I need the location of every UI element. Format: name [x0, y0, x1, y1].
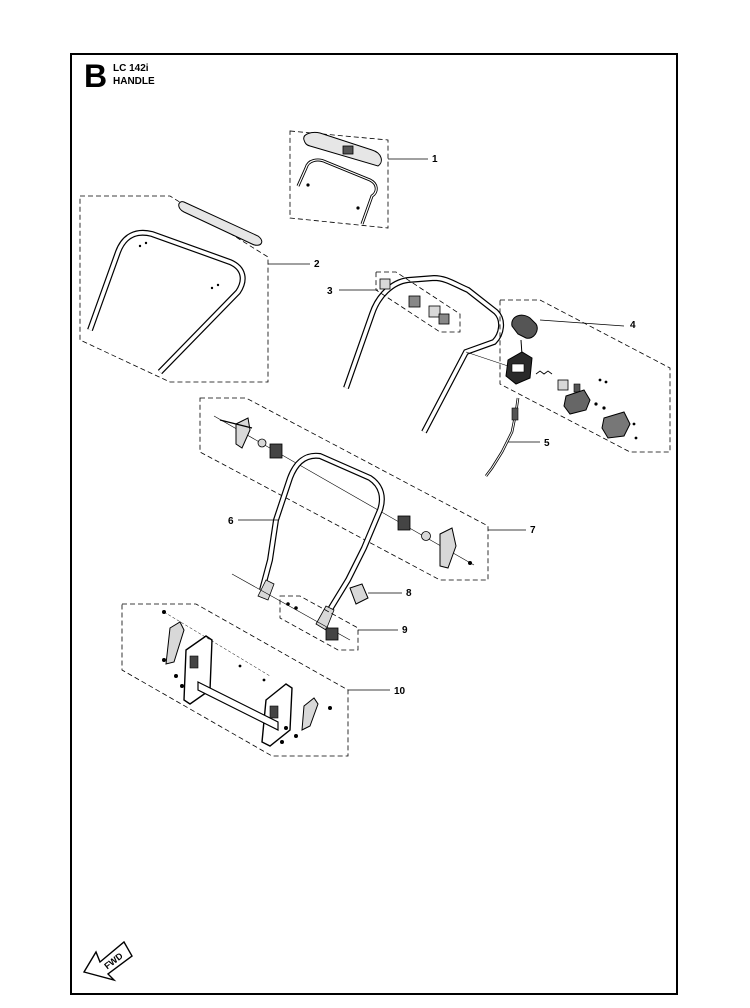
part-5-control-cable[interactable] [484, 397, 520, 477]
callout-8[interactable]: 8 [406, 588, 412, 599]
drawing-frame [70, 53, 678, 995]
part-2-group-outline [79, 195, 269, 383]
callout-9[interactable]: 9 [402, 625, 408, 636]
callout-6[interactable]: 6 [228, 516, 234, 527]
grip-bar [296, 158, 378, 225]
control-lever [511, 314, 538, 339]
callout-3[interactable]: 3 [327, 286, 333, 297]
handle-top-foam [178, 201, 263, 246]
grip-cover [303, 131, 382, 167]
leader-4 [539, 319, 625, 327]
handle-tube-outer [87, 229, 246, 375]
part-9-group-outline [279, 595, 359, 651]
control-spring [535, 370, 553, 375]
callout-4[interactable]: 4 [630, 320, 636, 331]
part-1-group-outline [289, 130, 389, 229]
callout-5[interactable]: 5 [544, 438, 550, 449]
part-10-handle-bracket[interactable] [121, 603, 349, 757]
grip-clip [342, 145, 354, 155]
part-6-lower-handle[interactable] [257, 452, 385, 631]
part-4-group-outline [499, 299, 671, 453]
part-2-upper-handle[interactable] [79, 195, 269, 383]
section-title: HANDLE [113, 76, 155, 87]
model-label: LC 142i [113, 63, 149, 74]
callout-1[interactable]: 1 [432, 154, 438, 165]
part-9-pivot-bolts[interactable] [231, 573, 359, 651]
knob-right [439, 527, 457, 569]
part-1-handle-grip[interactable] [289, 130, 389, 229]
section-letter: B [84, 58, 108, 94]
bracket-crossbar [197, 681, 279, 731]
part-4-control-box[interactable] [499, 299, 671, 453]
part-7-knob-assembly[interactable] [199, 397, 489, 581]
part-8-spacer[interactable] [349, 583, 369, 605]
control-cap [601, 411, 631, 439]
control-cover [563, 389, 591, 415]
knob-left [235, 417, 251, 449]
callout-2[interactable]: 2 [314, 259, 320, 270]
callout-10[interactable]: 10 [394, 686, 406, 697]
upper-handle-assembled [343, 274, 504, 434]
fwd-arrow-icon: FWD [82, 940, 133, 982]
part-10-group-outline [121, 603, 349, 757]
callout-7[interactable]: 7 [530, 525, 536, 536]
